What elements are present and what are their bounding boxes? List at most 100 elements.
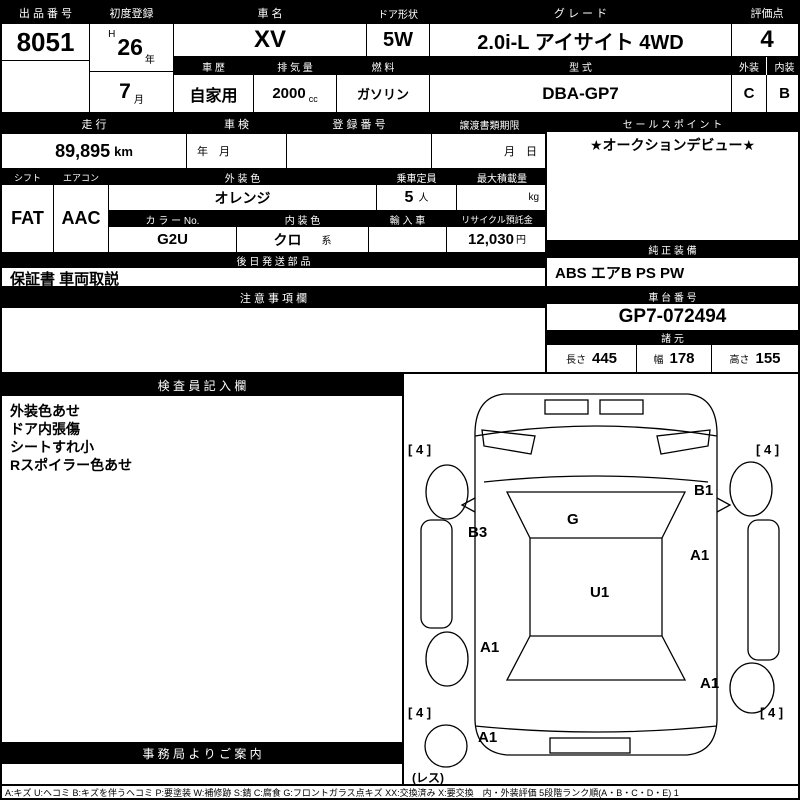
- sales-point-label: セ ー ル ス ポ イ ン ト: [547, 114, 798, 132]
- height-label: 高さ: [729, 355, 750, 366]
- rear-plate: [549, 737, 631, 754]
- width-value: 178: [669, 350, 695, 367]
- chassis-number-value: GP7-072494: [618, 306, 727, 327]
- inspector-note-line: Rスポイラー色あせ: [10, 457, 133, 473]
- displacement-value: 2000 cc: [254, 75, 336, 112]
- mark-b1: B1: [694, 482, 713, 499]
- mileage-label: 走 行: [2, 114, 186, 134]
- top-info-band: 出 品 番 号 8051 初度登録 H 26 年 7 月 車 名 XV: [2, 2, 798, 112]
- recycle-deposit-value: 12,030 円: [447, 227, 547, 252]
- side-panel-right: [747, 519, 780, 661]
- mark-a1-right-front: A1: [690, 547, 709, 564]
- bottom-band: 検 査 員 記 入 欄 外装色あせ ドア内張傷 シートすれ小 Rスポイラー色あせ…: [2, 372, 798, 785]
- max-load-label: 最大積載量: [457, 169, 547, 185]
- rear-bumper-line: [474, 725, 718, 733]
- legend-text: A:キズ U:ヘコミ B:キズを伴うヘコミ P:要塗装 W:補修跡 S:錆 C:…: [5, 787, 679, 798]
- car-body-outline: [474, 393, 718, 756]
- year-unit: 年: [144, 55, 155, 66]
- caution-section: 注 意 事 項 欄: [2, 288, 547, 372]
- interior-color-value: クロ 系: [237, 227, 368, 252]
- chassis-number-label: 車 台 番 号: [547, 288, 798, 304]
- side-panel-left: [420, 519, 453, 629]
- inspector-note-line: 外装色あせ: [10, 403, 80, 419]
- recycle-deposit-cell: リサイクル預託金 12,030 円: [447, 211, 547, 252]
- office-empty: [2, 764, 402, 784]
- shift-value: FAT: [11, 208, 44, 228]
- transfer-deadline-value: 月 日: [504, 146, 537, 158]
- wheel-front-right: [729, 461, 773, 517]
- mark-u1-roof: U1: [590, 584, 609, 601]
- mark-tire-rear-left: [ 4 ]: [408, 705, 431, 720]
- inspector-section: 検 査 員 記 入 欄 外装色あせ ドア内張傷 シートすれ小 Rスポイラー色あせ…: [2, 374, 404, 784]
- lot-number-label: 出 品 番 号: [2, 2, 89, 24]
- color-number-label: カ ラ ー No.: [109, 211, 236, 227]
- registration-number-label: 登 録 番 号: [287, 114, 431, 134]
- score-label: 評価点: [732, 2, 798, 24]
- displacement-number: 2000: [272, 85, 306, 102]
- sales-point-value: ★オークションデビュー★: [589, 137, 756, 153]
- door-shape-value: 5W: [383, 28, 413, 51]
- displacement-label: 排 気 量: [254, 57, 336, 75]
- wheel-front-left: [425, 464, 469, 520]
- car-name-cell: 車 名 XV: [174, 2, 367, 56]
- mileage-value: 89,895 km: [2, 134, 186, 168]
- shift-cell: シフト FAT: [2, 169, 54, 252]
- aircon-value: AAC: [61, 208, 101, 228]
- interior-color-cell: 内 装 色 クロ 系: [237, 211, 369, 252]
- max-load-cell: 最大積載量 kg: [457, 169, 547, 210]
- sales-point-section: セ ー ル ス ポ イ ン ト ★オークションデビュー★ 純 正 装 備 ABS…: [547, 114, 798, 286]
- front-grille-left: [544, 399, 589, 415]
- mileage-cell: 走 行 89,895 km: [2, 114, 187, 168]
- hood-line: [483, 475, 709, 483]
- front-grille-right: [599, 399, 644, 415]
- mileage-unit: km: [114, 143, 133, 159]
- later-parts-cell: 後 日 発 送 部 品 保証書 車両取説: [2, 252, 545, 288]
- front-bumper-line: [474, 425, 718, 437]
- mirror-right: [716, 497, 732, 513]
- capacity-number: 5: [404, 188, 414, 206]
- reg-year: 26: [117, 34, 143, 60]
- mid-left: 走 行 89,895 km 車 検 年 月 登 録 番 号 譲渡書類期限 月: [2, 114, 547, 288]
- office-header: 事 務 局 よ り ご 案 内: [2, 742, 402, 764]
- import-cell: 輸 入 車: [369, 211, 447, 252]
- displacement-unit: cc: [308, 94, 318, 104]
- registration-number-value: [287, 134, 431, 168]
- displacement-cell: 排 気 量 2000 cc: [254, 57, 337, 112]
- capacity-value: 5 人: [377, 185, 456, 210]
- car-history-cell: 車 歴 自家用: [174, 57, 254, 112]
- headlight-right: [656, 429, 711, 455]
- mark-tire-front-right: [ 4 ]: [756, 442, 779, 457]
- mid-band: 走 行 89,895 km 車 検 年 月 登 録 番 号 譲渡書類期限 月: [2, 112, 798, 288]
- later-parts-value: 保証書 車両取説: [10, 270, 120, 288]
- exterior-grade-label: 外装: [732, 57, 767, 75]
- capacity-cell: 乗車定員 5 人: [377, 169, 457, 210]
- length-value: 445: [591, 350, 618, 367]
- mark-g-windshield: G: [567, 511, 579, 528]
- aircon-label: エアコン: [54, 169, 108, 185]
- mark-tire-front-left: [ 4 ]: [408, 442, 431, 457]
- legend-band: A:キズ U:ヘコミ B:キズを伴うヘコミ P:要塗装 W:補修跡 S:錆 C:…: [2, 784, 798, 798]
- recycle-unit: 円: [515, 235, 526, 246]
- interior-grade-label: 内装: [767, 57, 798, 75]
- mark-a1-right-rear: A1: [700, 675, 719, 692]
- import-value: [369, 227, 446, 252]
- windshield: [505, 491, 687, 539]
- lot-empty-cell: [2, 61, 89, 112]
- width-cell: 幅 178: [637, 345, 712, 372]
- vehicle-damage-diagram: [ 4 ] [ 4 ] B1 B3 G A1 U1 A1 [ 4 ] A1 [ …: [404, 374, 798, 785]
- fuel-value: ガソリン: [356, 87, 409, 102]
- first-registration-label: 初度登録: [90, 2, 173, 24]
- car-history-value: 自家用: [189, 87, 238, 105]
- capacity-label: 乗車定員: [377, 169, 456, 185]
- inspection-cell: 車 検 年 月: [187, 114, 287, 168]
- interior-color-label: 内 装 色: [237, 211, 368, 227]
- recycle-number: 12,030: [468, 231, 514, 248]
- grade-model-section: グ レ ー ド 2.0i-L アイサイト 4WD 型 式 DBA-GP7: [430, 2, 732, 112]
- inspector-header: 検 査 員 記 入 欄: [2, 374, 402, 396]
- spec-label: 諸 元: [547, 330, 798, 345]
- mark-b3: B3: [468, 524, 487, 541]
- headlight-left: [481, 429, 536, 455]
- transfer-deadline-cell: 譲渡書類期限 月 日: [432, 114, 547, 168]
- rear-window: [505, 635, 687, 681]
- era-letter: H: [108, 29, 116, 40]
